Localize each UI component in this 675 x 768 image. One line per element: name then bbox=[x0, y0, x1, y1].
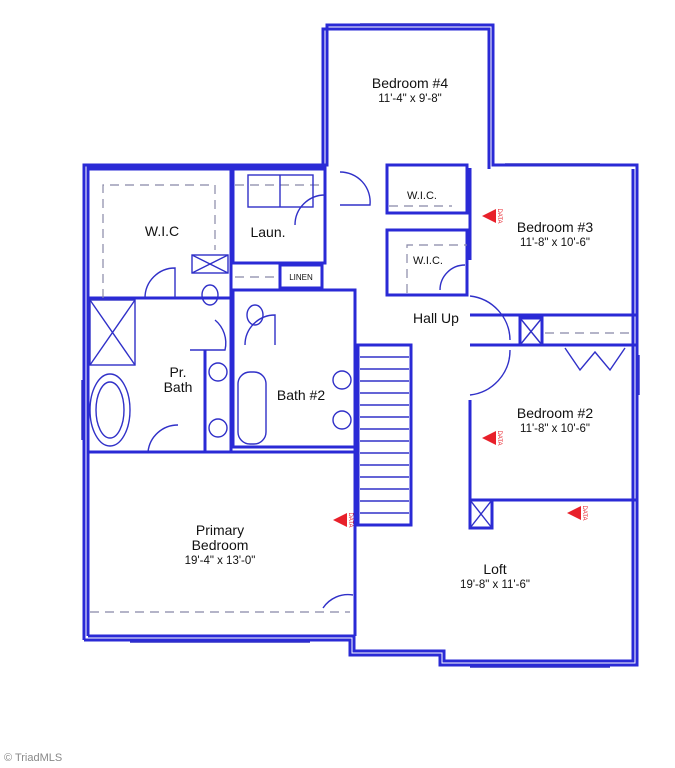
staircase bbox=[356, 343, 413, 527]
tub bbox=[89, 373, 131, 447]
bedroom4-label: Bedroom #4 bbox=[372, 75, 448, 91]
sink bbox=[332, 410, 352, 430]
data-marker-icon bbox=[333, 513, 347, 527]
data-marker-icon bbox=[567, 506, 581, 520]
bath2-label: Bath #2 bbox=[277, 387, 325, 403]
toilet bbox=[246, 304, 264, 326]
pr-bath-label-2: Bath bbox=[164, 379, 193, 395]
data-marker-label: DATA bbox=[581, 505, 587, 520]
toilet bbox=[201, 284, 219, 306]
bedroom3-size: 11'-8" x 10'-6" bbox=[520, 237, 590, 249]
sink bbox=[332, 370, 352, 390]
bedroom2-label: Bedroom #2 bbox=[517, 405, 593, 421]
linen-label: LINEN bbox=[289, 273, 313, 282]
bedroom3-label: Bedroom #3 bbox=[517, 219, 593, 235]
primary-label-1: Primary bbox=[196, 522, 244, 538]
wic-upper-label: W.I.C. bbox=[407, 190, 437, 202]
loft-size: 19'-8" x 11'-6" bbox=[460, 579, 530, 591]
watermark: © TriadMLS bbox=[4, 752, 63, 764]
interior-walls bbox=[86, 163, 637, 636]
windows bbox=[81, 23, 640, 668]
data-marker-label: DATA bbox=[496, 208, 502, 223]
data-marker-label: DATA bbox=[347, 512, 353, 527]
door-swings bbox=[144, 171, 626, 609]
loft-label: Loft bbox=[483, 561, 506, 577]
sink bbox=[208, 418, 228, 438]
wic-lower-label: W.I.C. bbox=[413, 255, 443, 267]
fixtures bbox=[89, 174, 543, 529]
primary-size: 19'-4" x 13'-0" bbox=[185, 555, 256, 567]
bedroom2-size: 11'-8" x 10'-6" bbox=[520, 423, 590, 435]
primary-label-2: Bedroom bbox=[192, 537, 249, 553]
data-markers bbox=[333, 209, 581, 527]
laundry-label: Laun. bbox=[250, 224, 285, 240]
hall-label: Hall Up bbox=[413, 310, 459, 326]
pr-bath-label-1: Pr. bbox=[169, 364, 186, 380]
data-marker-icon bbox=[482, 209, 496, 223]
sink bbox=[208, 362, 228, 382]
shower bbox=[89, 299, 136, 366]
closet-shelves bbox=[90, 184, 633, 613]
wic-primary-label: W.I.C bbox=[145, 223, 179, 239]
data-marker-labels: DATA DATA DATA DATA bbox=[347, 208, 587, 527]
data-marker-label: DATA bbox=[496, 430, 502, 445]
bedroom4-size: 11'-4" x 9'-8" bbox=[378, 93, 441, 105]
bathtub bbox=[237, 371, 267, 445]
data-marker-icon bbox=[482, 431, 496, 445]
